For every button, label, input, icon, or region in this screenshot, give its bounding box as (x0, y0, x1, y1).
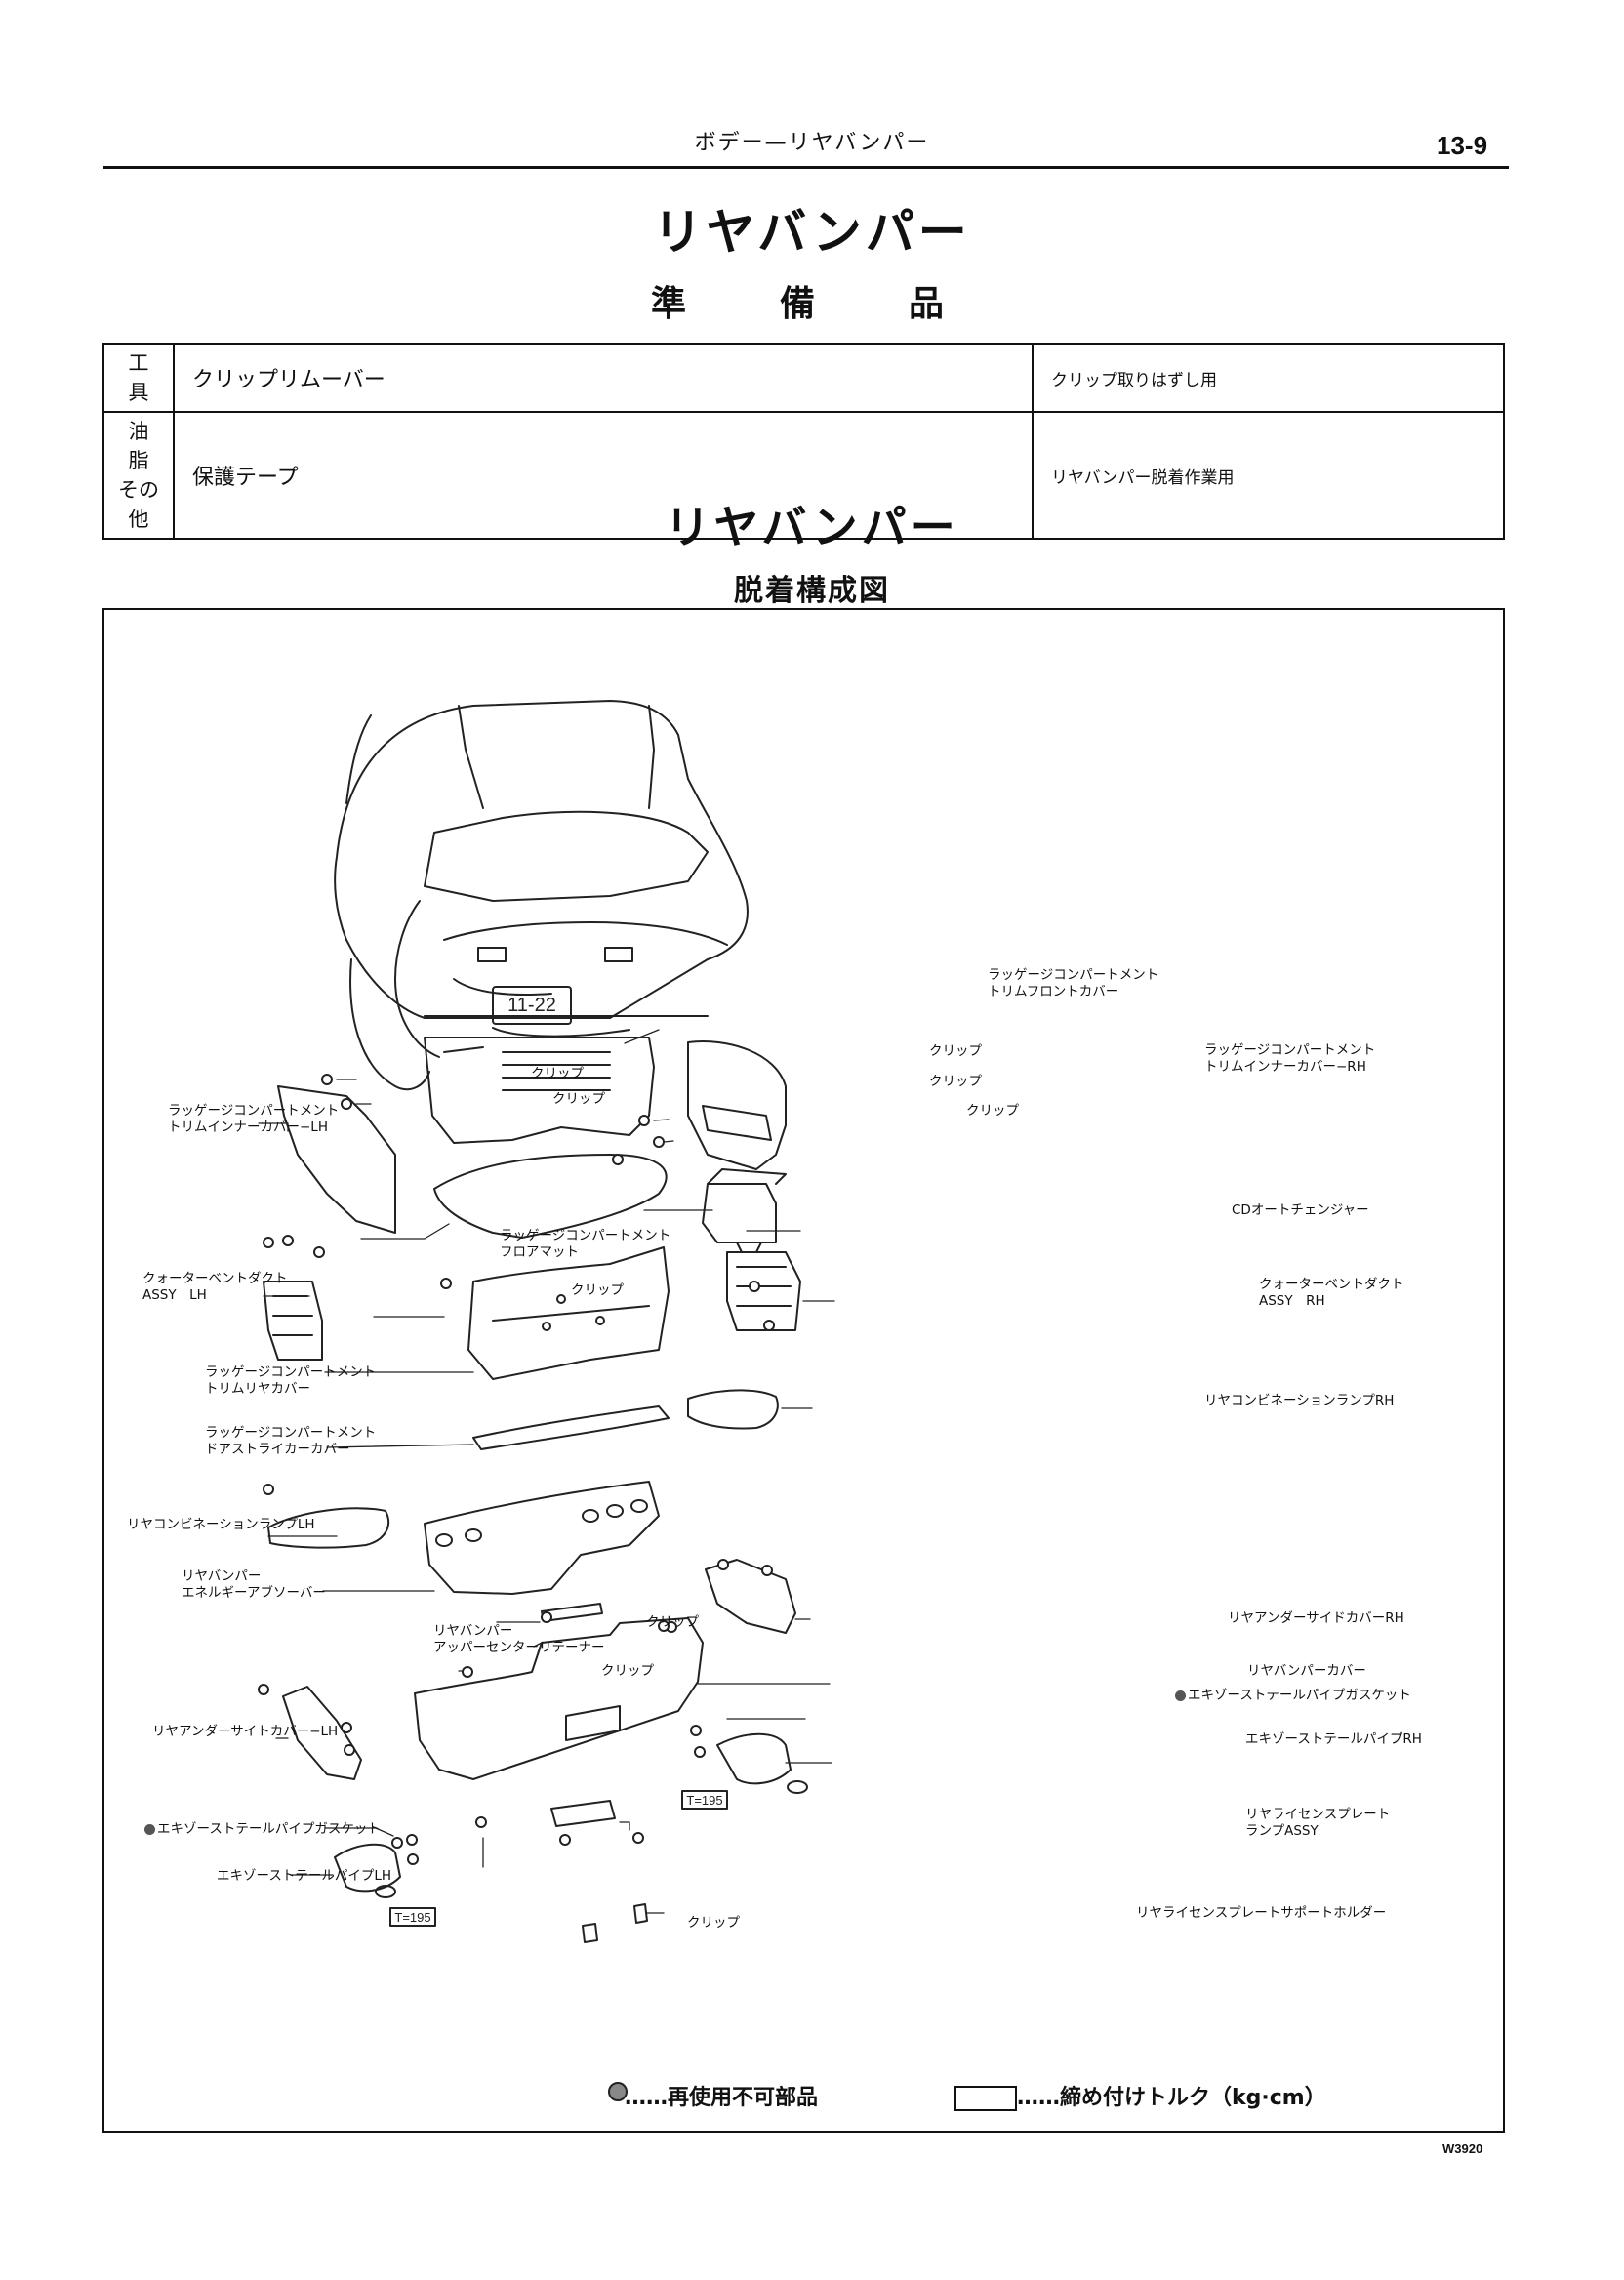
label-striker-cover: ラッゲージコンパートメントドアストライカーカバー (205, 1425, 377, 1457)
torque-value-lh: T=195 (394, 1910, 430, 1925)
label-clip-e: クリップ (552, 1091, 605, 1107)
label-lamp-lh: リヤコンビネーションランプLH (127, 1517, 315, 1532)
prep-label-line1: 油 脂 (128, 420, 170, 472)
torque-box: T=195 (681, 1790, 728, 1810)
header-rule (103, 166, 1509, 169)
figure-code: W3920 (1442, 2141, 1483, 2156)
license-plate-text: 11-22 (508, 995, 556, 1016)
torque-value: T=195 (686, 1793, 722, 1808)
prep-label-line1: 工 具 (128, 351, 170, 404)
inner-cover-rh-detail (702, 1105, 772, 1141)
torque-box-lh: T=195 (389, 1907, 436, 1927)
label-absorber: リヤバンパーエネルギーアブソーバー (182, 1568, 326, 1601)
diagram-caption: 脱着構成図 (734, 574, 890, 608)
label-tailpipe-rh: エキゾーストテールパイプRH (1245, 1731, 1422, 1747)
label-clip-a: クリップ (929, 1043, 982, 1059)
page-title: リヤバンパー (653, 204, 971, 261)
label-lamp-rh: リヤコンビネーションランプRH (1204, 1393, 1395, 1408)
trim-rear-cover-drawing (467, 1246, 670, 1380)
label-support-holder: リヤライセンスプレートサポートホルダー (1136, 1905, 1387, 1921)
under-side-rh-drawing (705, 1559, 796, 1634)
car-body-drawing (334, 700, 749, 1091)
section-title: リヤバンパー (665, 501, 959, 553)
under-side-lh-drawing (282, 1686, 362, 1780)
legend-torque-text: ……締め付けトルク（kg·cm） (1017, 2086, 1326, 2110)
prep-heading: 準 備 品 (650, 284, 973, 324)
trim-front-cover-drawing (424, 1037, 655, 1144)
label-bumper-cover: リヤバンパーカバー (1247, 1663, 1366, 1679)
floor-mat-drawing (433, 1154, 668, 1239)
non-reusable-icon (144, 1823, 155, 1835)
label-clip-d: クリップ (531, 1066, 584, 1081)
prep-note: リヤバンパー脱着作業用 (1032, 411, 1505, 540)
tailpipe-rh-drawing (716, 1732, 808, 1794)
label-inner-cover-lh: ラッゲージコンパートメントトリムインナーカバー−LH (168, 1103, 340, 1135)
label-clip-i: クリップ (687, 1915, 740, 1931)
label-gasket-rh: エキゾーストテールパイプガスケット (1175, 1688, 1411, 1704)
label-rear-cover: ラッゲージコンパートメントトリムリヤカバー (205, 1364, 377, 1397)
cd-changer-drawing (702, 1168, 787, 1253)
label-tailpipe-lh: エキゾーストテールパイプLH (217, 1868, 391, 1884)
prep-table: 工 具 クリップリムーバー クリップ取りはずし用 油 脂 その他 保護テープ リ… (102, 343, 1505, 540)
prep-item: 保護テープ (173, 411, 1034, 540)
support-holder-drawing-2 (633, 1903, 648, 1924)
striker-cover-drawing (472, 1405, 670, 1450)
label-clip-f: クリップ (571, 1282, 624, 1298)
license-lamp-drawing (550, 1800, 616, 1827)
label-retainer: リヤバンパーアッパーセンターリテーナー (433, 1623, 605, 1655)
duct-rh-drawing (726, 1251, 801, 1331)
inner-cover-lh-drawing (277, 1085, 396, 1234)
inner-cover-rh-drawing (687, 1040, 787, 1170)
label-clip-b: クリップ (929, 1074, 982, 1089)
fastener-symbols (258, 1074, 775, 1865)
label-trim-front-cover: ラッゲージコンパートメントトリムフロントカバー (988, 967, 1159, 999)
label-under-side-rh: リヤアンダーサイドカバーRH (1228, 1610, 1404, 1626)
non-reusable-icon (1175, 1690, 1186, 1701)
table-row: 工 具 クリップリムーバー クリップ取りはずし用 (102, 343, 1505, 413)
label-clip-g: クリップ (646, 1614, 699, 1630)
label-cd-changer: CDオートチェンジャー (1232, 1202, 1369, 1218)
tailpipe-lh-drawing (334, 1843, 401, 1898)
leader-lines (258, 1029, 835, 1914)
lamp-lh-drawing (267, 1507, 390, 1549)
diagram-frame (102, 608, 1505, 2133)
prep-label: 油 脂 その他 (102, 411, 175, 540)
page-number: 13-9 (1437, 131, 1488, 160)
label-clip-c: クリップ (966, 1103, 1019, 1119)
support-holder-drawing (582, 1923, 598, 1943)
prep-label: 工 具 (102, 343, 175, 413)
label-gasket-lh: エキゾーストテールパイプガスケット (144, 1821, 381, 1838)
label-inner-cover-rh: ラッゲージコンパートメントトリムインナーカバー−RH (1204, 1042, 1376, 1075)
non-reusable-symbol (608, 2082, 628, 2101)
legend-non-reusable: ……再使用不可部品 (625, 2086, 819, 2110)
label-under-side-lh: リヤアンダーサイトカバー−LH (152, 1724, 339, 1739)
energy-absorber-drawing (424, 1481, 660, 1595)
table-row: 油 脂 その他 保護テープ リヤバンパー脱着作業用 (102, 411, 1505, 540)
label-floor-mat: ラッゲージコンパートメントフロアマット (500, 1228, 671, 1260)
section-header: ボデー—リヤバンパー (694, 131, 930, 155)
torque-legend-box (954, 2086, 1017, 2111)
prep-note: クリップ取りはずし用 (1032, 343, 1505, 413)
label-clip-h: クリップ (601, 1663, 654, 1679)
bumper-cover-drawing (414, 1617, 704, 1780)
prep-label-line2: その他 (118, 478, 159, 531)
legend-torque: ……締め付けトルク（kg·cm） (954, 2080, 1326, 2111)
exploded-diagram: 11-22 T=195 T=195 (258, 700, 835, 2101)
lamp-rh-drawing (687, 1389, 779, 1430)
prep-item: クリップリムーバー (173, 343, 1034, 413)
label-license-lamp: リヤライセンスプレートランプASSY (1245, 1807, 1391, 1839)
